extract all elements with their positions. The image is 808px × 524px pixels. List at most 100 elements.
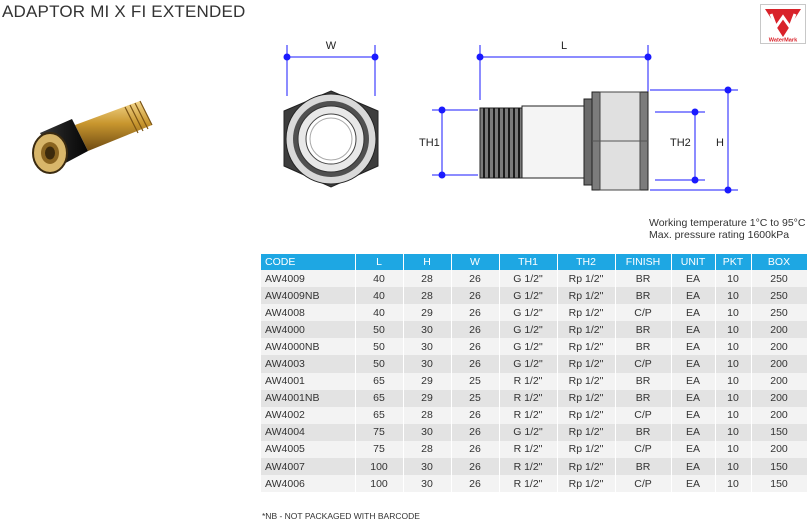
table-cell: 26 (451, 287, 500, 305)
table-cell: Rp 1/2" (557, 355, 616, 373)
table-cell: 40 (355, 287, 404, 305)
table-cell: AW4000NB (261, 338, 356, 356)
table-cell: 26 (451, 355, 500, 373)
table-cell: 26 (451, 304, 500, 322)
column-header-unit: UNIT (671, 254, 716, 270)
table-cell: 25 (451, 372, 500, 390)
table-cell: BR (615, 423, 672, 441)
column-header-finish: FINISH (615, 254, 672, 270)
table-cell: EA (671, 389, 716, 407)
table-cell: G 1/2" (499, 355, 558, 373)
column-header-l: L (355, 254, 404, 270)
table-cell: Rp 1/2" (557, 287, 616, 305)
watermark-logo-text: WaterMark (769, 38, 798, 44)
table-cell: 250 (751, 270, 808, 288)
table-cell: 26 (451, 321, 500, 339)
label-w: W (326, 40, 337, 52)
table-cell: 200 (751, 440, 808, 459)
column-header-code: CODE (261, 254, 356, 270)
table-cell: 150 (751, 423, 808, 441)
table-cell: G 1/2" (499, 270, 558, 288)
table-cell: R 1/2" (499, 475, 558, 493)
table-cell: 29 (403, 372, 452, 390)
table-cell: 10 (715, 338, 752, 356)
hex-end-view (283, 90, 379, 188)
table-cell: AW4006 (261, 475, 356, 493)
table-cell: C/P (615, 440, 672, 459)
max-pressure: Max. pressure rating 1600kPa (649, 229, 790, 241)
table-cell: G 1/2" (499, 423, 558, 441)
table-cell: 26 (451, 458, 500, 476)
table-cell: 26 (451, 440, 500, 459)
table-cell: 25 (451, 389, 500, 407)
product-image (32, 100, 153, 174)
column-header-th2: TH2 (557, 254, 616, 270)
table-cell: Rp 1/2" (557, 440, 616, 459)
table-cell: 200 (751, 406, 808, 424)
table-cell: EA (671, 287, 716, 305)
table-cell: Rp 1/2" (557, 304, 616, 322)
table-cell: 200 (751, 338, 808, 356)
table-cell: 26 (451, 406, 500, 424)
table-cell: 10 (715, 287, 752, 305)
table-cell: 50 (355, 355, 404, 373)
table-cell: 30 (403, 458, 452, 476)
table-cell: EA (671, 458, 716, 476)
table-cell: 29 (403, 304, 452, 322)
table-cell: G 1/2" (499, 287, 558, 305)
table-cell: EA (671, 475, 716, 493)
column-header-h: H (403, 254, 452, 270)
table-cell: BR (615, 287, 672, 305)
table-cell: Rp 1/2" (557, 406, 616, 424)
table-cell: AW4003 (261, 355, 356, 373)
table-cell: Rp 1/2" (557, 338, 616, 356)
table-cell: 75 (355, 440, 404, 459)
table-cell: C/P (615, 355, 672, 373)
table-cell: 26 (451, 423, 500, 441)
table-cell: Rp 1/2" (557, 321, 616, 339)
table-cell: 50 (355, 338, 404, 356)
footnote: *NB - NOT PACKAGED WITH BARCODE (262, 511, 420, 521)
column-header-th1: TH1 (499, 254, 558, 270)
table-cell: 150 (751, 475, 808, 493)
specifications: Working temperature 1°C to 95°C Max. pre… (649, 217, 805, 241)
table-cell: EA (671, 355, 716, 373)
table-cell: BR (615, 458, 672, 476)
table-cell: EA (671, 304, 716, 322)
table-cell: 10 (715, 423, 752, 441)
table-cell: EA (671, 372, 716, 390)
table-cell: 28 (403, 406, 452, 424)
table-cell: 10 (715, 389, 752, 407)
table-cell: 30 (403, 355, 452, 373)
table-cell: BR (615, 321, 672, 339)
table-cell: EA (671, 440, 716, 459)
table-cell: Rp 1/2" (557, 423, 616, 441)
column-header-pkt: PKT (715, 254, 752, 270)
table-cell: EA (671, 270, 716, 288)
table-cell: 10 (715, 475, 752, 493)
table-cell: AW4005 (261, 440, 356, 459)
table-cell: R 1/2" (499, 389, 558, 407)
table-cell: BR (615, 270, 672, 288)
column-header-box: BOX (751, 254, 808, 270)
table-cell: AW4001 (261, 372, 356, 390)
table-cell: 200 (751, 355, 808, 373)
table-cell: 26 (451, 475, 500, 493)
table-cell: EA (671, 321, 716, 339)
table-cell: EA (671, 406, 716, 424)
table-cell: 100 (355, 458, 404, 476)
table-cell: G 1/2" (499, 338, 558, 356)
table-cell: 250 (751, 304, 808, 322)
table-cell: Rp 1/2" (557, 270, 616, 288)
label-h: H (716, 137, 724, 149)
label-l: L (561, 40, 567, 52)
